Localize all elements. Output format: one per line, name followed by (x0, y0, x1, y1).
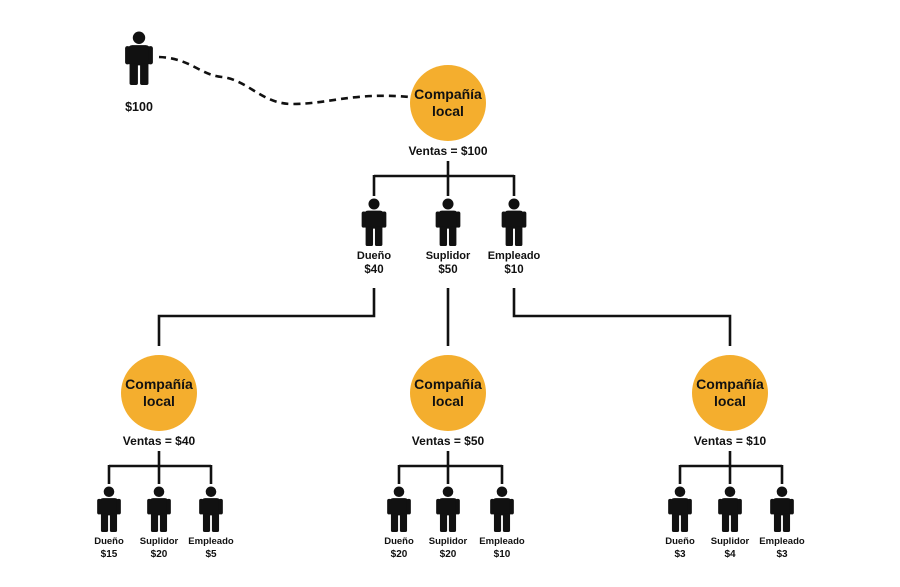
branch-1-owner-amount: $15 (101, 549, 118, 560)
branch-1-company-circle (121, 355, 197, 431)
branch-1-sales: Ventas = $40 (123, 434, 196, 448)
owner-amount: $40 (364, 264, 383, 276)
owner-role: Dueño (357, 250, 392, 262)
branch-2-supplier-role: Suplidor (429, 536, 468, 547)
supplier-role: Suplidor (426, 250, 471, 262)
top-company: Compañía local Ventas = $100 (408, 65, 488, 158)
branch-3-company-name-line2: local (714, 393, 746, 409)
branch-3-supplier-person-icon (718, 486, 742, 532)
branch-1-employee-role: Empleado (188, 536, 234, 547)
branch-1-company-name-line1: Compañía (125, 376, 193, 392)
top-company-sales: Ventas = $100 (408, 144, 487, 158)
branch-2-company-name-line1: Compañía (414, 376, 482, 392)
top-company-name-line2: local (432, 103, 464, 119)
supplier-person-icon (435, 198, 461, 246)
branch-2-employee-amount: $10 (494, 549, 511, 560)
branch-2-supplier-amount: $20 (440, 549, 457, 560)
branch-2-company-name-line2: local (432, 393, 464, 409)
branch-1-employee-person-icon (199, 486, 223, 532)
recirculation-connectors (157, 288, 732, 346)
branch-3-company-name-line1: Compañía (696, 376, 764, 392)
branch-1-owner-person-icon (97, 486, 121, 532)
branch-company-1: Compañía local Ventas = $40 Dueño $15 Su… (94, 355, 234, 560)
consumer-amount: $100 (125, 100, 153, 114)
branch-2-sales: Ventas = $50 (412, 434, 485, 448)
top-recipient-supplier: Suplidor $50 (426, 198, 471, 276)
branch-1-supplier-role: Suplidor (140, 536, 179, 547)
owner-person-icon (361, 198, 387, 246)
employee-person-icon (501, 198, 527, 246)
top-split-connector (372, 161, 516, 196)
branch-2-owner-role: Dueño (384, 536, 414, 547)
branch-3-owner-person-icon (668, 486, 692, 532)
branch-2-supplier-person-icon (436, 486, 460, 532)
supplier-amount: $50 (438, 264, 457, 276)
branch-2-owner-amount: $20 (391, 549, 408, 560)
branch-2-employee-role: Empleado (479, 536, 525, 547)
branch-2-company-circle (410, 355, 486, 431)
consumer-person-icon (125, 31, 153, 85)
branch-2-employee-person-icon (490, 486, 514, 532)
branch-3-supplier-role: Suplidor (711, 536, 750, 547)
employee-role: Empleado (488, 250, 541, 262)
branch-3-employee-role: Empleado (759, 536, 805, 547)
branch-1-company-name-line2: local (143, 393, 175, 409)
branch-3-employee-amount: $3 (776, 549, 788, 560)
branch-2-owner-person-icon (387, 486, 411, 532)
branch-1-supplier-amount: $20 (151, 549, 168, 560)
consumer: $100 (125, 31, 153, 114)
top-recipient-owner: Dueño $40 (357, 198, 392, 276)
top-recipient-employee: Empleado $10 (488, 198, 541, 276)
branch-3-sales: Ventas = $10 (694, 434, 767, 448)
branch-1-supplier-person-icon (147, 486, 171, 532)
employee-amount: $10 (504, 264, 523, 276)
branch-3-owner-role: Dueño (665, 536, 695, 547)
branch-company-2: Compañía local Ventas = $50 Dueño $20 Su… (384, 355, 525, 560)
branch-1-owner-role: Dueño (94, 536, 124, 547)
branch-3-owner-amount: $3 (674, 549, 686, 560)
branch-3-company-circle (692, 355, 768, 431)
spending-flow-dashed-line (158, 55, 411, 106)
top-company-name-line1: Compañía (414, 86, 482, 102)
branch-3-supplier-amount: $4 (724, 549, 736, 560)
branch-3-employee-person-icon (770, 486, 794, 532)
branch-1-employee-amount: $5 (205, 549, 217, 560)
top-company-circle (410, 65, 486, 141)
branch-company-3: Compañía local Ventas = $10 Dueño $3 Sup… (665, 355, 805, 560)
